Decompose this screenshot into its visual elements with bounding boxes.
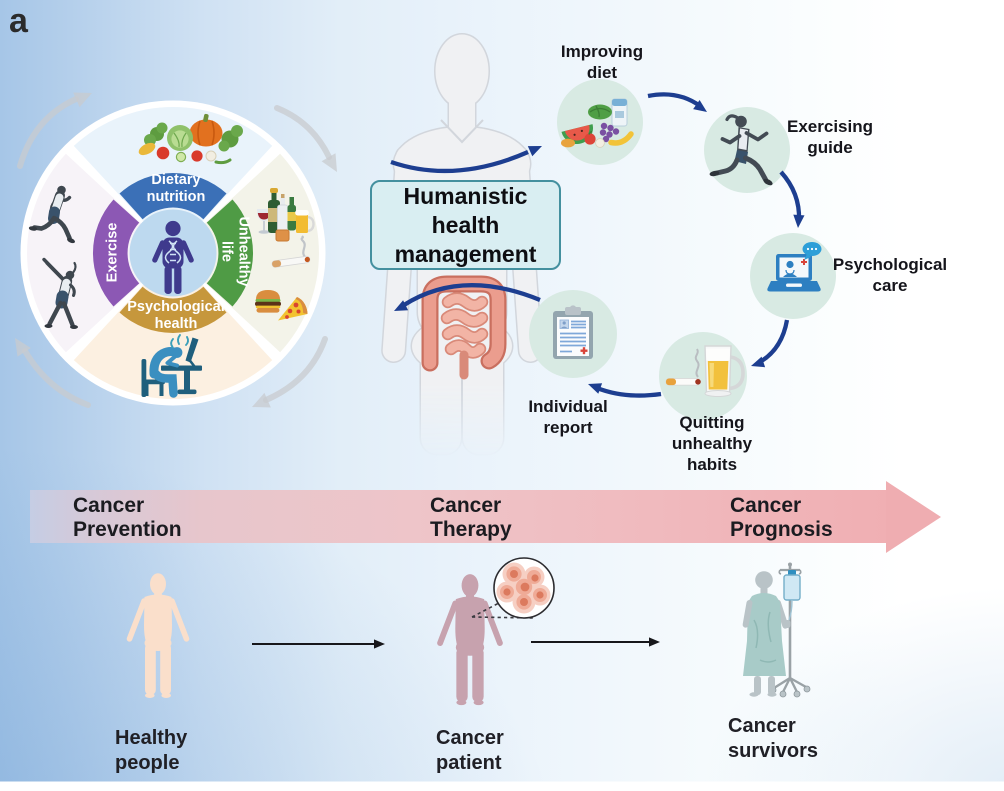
medical-report-icon (553, 305, 593, 359)
wheel-segment-dietary (119, 172, 227, 220)
improving-diet-circle (557, 79, 643, 165)
stressed-worker-icon (141, 334, 202, 398)
wheel-label-unhealthy-life: Unhealthy life (218, 216, 252, 287)
runner-icon (28, 185, 75, 244)
management-cycle (529, 79, 836, 420)
figure-label-cancer-survivors: Cancer survivors (728, 715, 819, 762)
panel-label: a (9, 2, 28, 40)
cancer-survivor-iv-icon (742, 562, 811, 698)
wheel-segment-psychological (119, 286, 227, 334)
alcohol-icon (257, 188, 315, 242)
arrow-care-to-quitting (758, 319, 790, 364)
healthy-person-icon (125, 573, 191, 698)
wheel-label-exercise: Exercise (104, 222, 121, 282)
telehealth-laptop-icon (767, 242, 822, 292)
figure-label-cancer-patient: Cancer patient (436, 727, 504, 774)
wheel-segment-unhealthy (206, 199, 254, 307)
cycle-label-improving-diet: Improving diet (560, 42, 644, 82)
exercising-people-icon (28, 185, 78, 329)
wheel-segment-exercise (92, 199, 140, 307)
person-dna-icon (152, 220, 194, 294)
cancer-patient-icon (436, 574, 504, 706)
cycle-label-exercising-guide: Exercising guide (787, 117, 873, 157)
cancer-cells-icon (496, 562, 551, 614)
survivor-person (742, 571, 791, 697)
figure-label-healthy-people: Healthy people (115, 727, 188, 774)
lifestyle-wheel (20, 33, 941, 706)
cycle-label-individual-report: Individual report (528, 397, 608, 437)
vegetables-icon (138, 113, 243, 165)
slumped-person (149, 347, 183, 398)
running-woman-icon (709, 114, 773, 186)
arrow-quitting-to-report (596, 385, 662, 398)
arrow-diet-to-exercise (647, 92, 702, 108)
fast-food-icon (255, 290, 308, 321)
timeline-arrow (30, 481, 941, 553)
stage-label-cancer-prevention: Cancer Prevention (73, 494, 182, 541)
stretching-person-icon (42, 257, 78, 329)
healthy-food-icon (561, 98, 634, 148)
beer-mug (704, 345, 745, 397)
cigarette (665, 378, 701, 386)
cigarette-icon (271, 235, 311, 268)
arrow-body-to-diet (390, 150, 529, 174)
humanistic-health-management-box: Humanistic health management (370, 180, 561, 270)
gray-cycle-arrows (17, 96, 332, 408)
stage-label-cancer-prognosis: Cancer Prognosis (730, 494, 833, 541)
beer-cigarette-icon (665, 345, 745, 397)
cycle-label-quitting-habits: Quitting unhealthy habits (671, 413, 753, 474)
wheel-label-dietary-nutrition: Dietary nutrition (146, 171, 206, 205)
progression-arrows (252, 641, 649, 645)
wheel-label-psychological-health: Psychological health (127, 298, 225, 332)
stage-label-cancer-therapy: Cancer Therapy (430, 494, 512, 541)
arrow-report-to-body (402, 283, 541, 307)
quitting-habits-circle (659, 332, 747, 420)
cycle-label-psychological-care: Psychological care (832, 255, 948, 295)
arrow-exercise-to-care (779, 170, 802, 221)
management-arrowheads (394, 100, 805, 394)
management-arrows (390, 92, 802, 398)
gray-cycle-arrowheads (15, 92, 337, 408)
progression-arrowheads (374, 637, 660, 649)
tumor-callout (471, 557, 555, 619)
